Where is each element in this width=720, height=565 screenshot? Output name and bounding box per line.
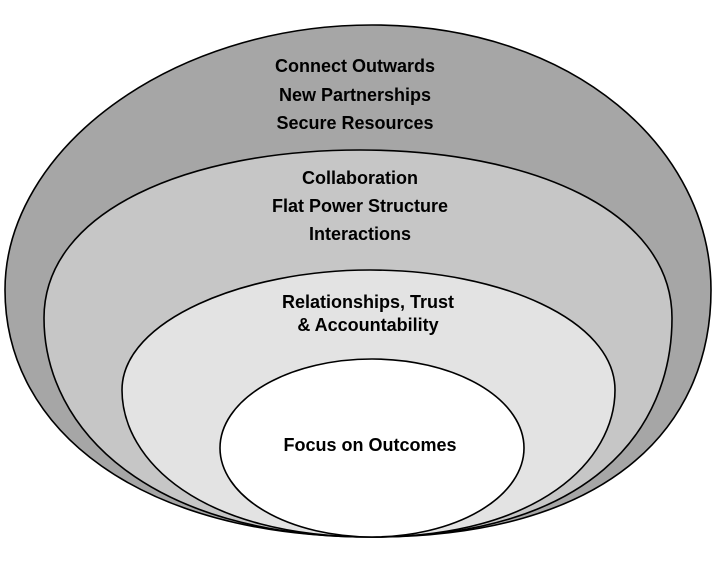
outer-line-2: New Partnerships [279, 85, 431, 105]
layer-core: Focus on Outcomes [219, 358, 525, 538]
core-ellipse [219, 358, 525, 538]
second-line-2: Flat Power Structure [272, 196, 448, 216]
third-line-2: & Accountability [297, 315, 438, 335]
second-line-3: Interactions [309, 224, 411, 244]
second-line-1: Collaboration [302, 168, 418, 188]
outer-line-3: Secure Resources [276, 113, 433, 133]
core-label: Focus on Outcomes [283, 435, 456, 455]
third-line-1: Relationships, Trust [282, 292, 454, 312]
outer-line-1: Connect Outwards [275, 56, 435, 76]
